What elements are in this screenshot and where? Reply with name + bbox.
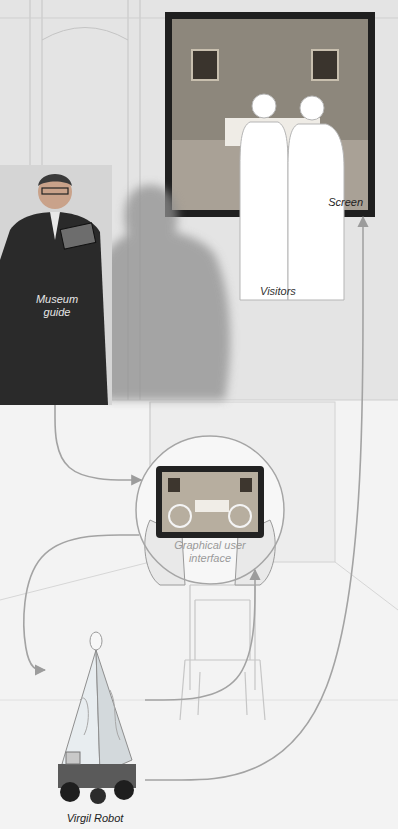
figure-box: Virgil Robot [45, 630, 145, 827]
painting [312, 50, 338, 80]
guide-shirt [50, 212, 60, 240]
tablet-painting [168, 478, 180, 492]
figure-box: Screen [165, 12, 375, 217]
figure-box: Visitors [238, 92, 346, 302]
robot-wheel [60, 782, 80, 802]
chair-sketch [180, 585, 265, 720]
visitor-silhouette [288, 124, 344, 300]
guide-glasses [42, 188, 68, 194]
back-wall [150, 402, 335, 562]
flow-arrow [145, 217, 363, 780]
robot-wheel [90, 788, 106, 804]
painting [192, 50, 218, 80]
guide-head [38, 175, 72, 209]
tablet-painting [240, 478, 252, 492]
tablet-screen [162, 472, 258, 532]
robot-sensor [66, 752, 80, 764]
figure-box: Museum guide [0, 165, 112, 405]
visitor-silhouette [240, 122, 288, 300]
visitor-head [252, 94, 276, 118]
floor-line [0, 562, 150, 600]
robot-face [62, 650, 100, 774]
lower-room [0, 400, 398, 829]
gui-circle-fill [135, 435, 285, 585]
circle-outline [136, 436, 284, 584]
figure-label: Museum guide [30, 293, 84, 319]
figure-label: Graphical user interface [163, 539, 257, 565]
robot-face [96, 650, 132, 774]
guide-tablet [60, 223, 95, 249]
floor-line [335, 562, 398, 610]
guide-suit [0, 212, 108, 405]
arch-line [42, 28, 128, 41]
tablet-table [195, 500, 229, 512]
robot-wheel [114, 780, 134, 800]
flow-arrow [145, 570, 255, 700]
joystick-control [229, 505, 251, 527]
figure-label: Virgil Robot [45, 812, 145, 825]
interface-circle: Graphical user interface [135, 435, 285, 585]
joystick-control [169, 505, 191, 527]
figure-label: Visitors [260, 285, 330, 298]
flow-arrow [55, 405, 141, 480]
robot-decoration [80, 690, 120, 740]
guide-photo [0, 165, 112, 405]
flow-arrow [24, 535, 139, 670]
visitor-head [300, 96, 324, 120]
tablet-body [156, 466, 264, 538]
guide-hair [38, 174, 72, 186]
figure-label: Screen [283, 196, 363, 209]
robot-lamp [90, 632, 102, 650]
